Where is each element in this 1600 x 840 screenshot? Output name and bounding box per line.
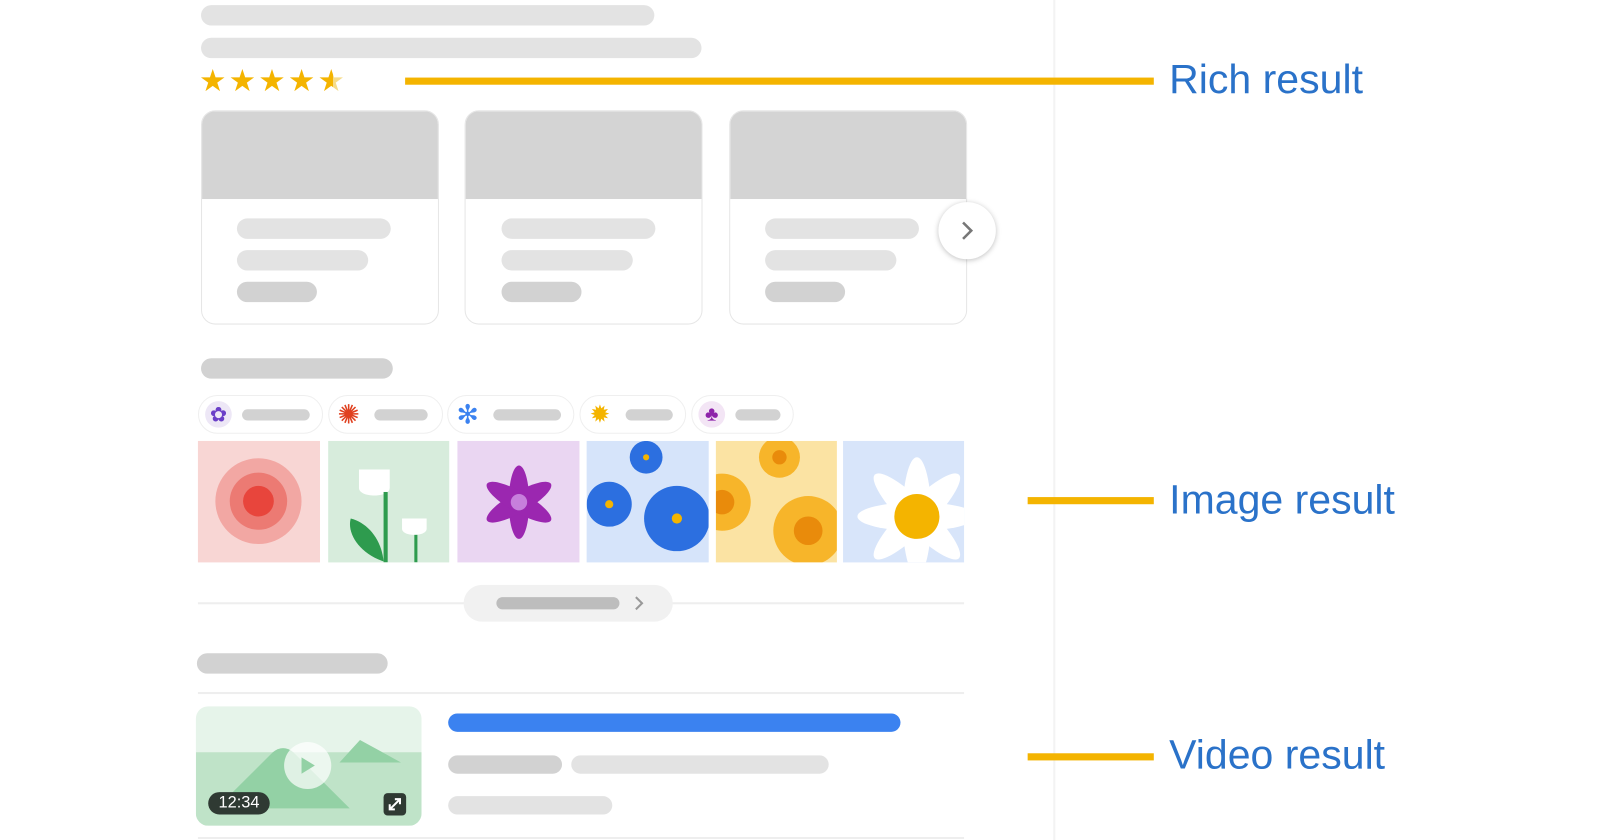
placeholder-snippet [448,796,613,815]
placeholder-section-title [196,653,388,674]
carousel-card[interactable] [729,110,968,325]
video-thumbnail[interactable]: 12:34 [195,706,422,826]
expand-icon [388,798,402,811]
carousel-card[interactable] [464,110,703,325]
image-result-label: Image result [1169,477,1395,523]
video-duration: 12:34 [208,792,270,815]
video-title-link[interactable] [448,713,901,732]
image-thumbnail-yellow-flowers[interactable] [715,440,837,563]
image-thumbnail-daisy[interactable] [843,440,965,563]
card-line [236,281,317,303]
placeholder-title [201,5,655,26]
divider [197,692,965,695]
image-thumbnail-purple-flower[interactable] [457,440,580,563]
star-rating: ★★★★★ [199,63,347,99]
panel-divider [1053,0,1056,840]
video-result-pointer [1027,753,1154,761]
card-line [236,218,391,239]
expand-button[interactable] [383,793,407,816]
star-icon: ★ [287,64,318,98]
star-icon: ★ [258,64,288,98]
card-line [501,281,582,303]
divider [197,836,965,840]
star-icon: ★ [228,64,259,98]
card-line [765,281,846,303]
filter-chip[interactable]: ✹ [579,395,687,434]
image-thumbnail-tulips[interactable] [328,440,450,563]
placeholder-source [448,755,563,774]
play-button[interactable] [284,742,332,790]
filter-chip[interactable]: ✿ [197,395,324,434]
card-line [765,250,897,271]
chevron-right-icon [962,221,974,240]
image-result-pointer [1027,497,1154,505]
card-line [765,218,919,239]
filter-chip[interactable]: ♣ [691,395,794,434]
button-label-placeholder [496,597,620,610]
rich-result-pointer [405,77,1154,85]
card-line [236,250,369,271]
video-result-label: Video result [1169,732,1386,778]
card-line [501,218,656,239]
card-line [501,250,633,271]
image-thumbnail-red-flower[interactable] [197,440,320,563]
carousel-next-button[interactable] [938,202,996,260]
placeholder-section-title [201,358,393,379]
chevron-right-icon [635,596,644,611]
more-images-button[interactable] [463,584,673,622]
filter-chip[interactable]: ✺ [328,395,444,434]
star-icon: ★ [198,64,229,98]
placeholder-url [201,37,702,59]
filter-chip[interactable]: ✻ [447,395,575,434]
image-thumbnail-blue-flowers[interactable] [586,440,709,563]
rich-result-label: Rich result [1169,57,1363,103]
half-star-icon: ★ [317,64,348,98]
play-icon [301,757,315,774]
placeholder-meta [571,755,829,774]
